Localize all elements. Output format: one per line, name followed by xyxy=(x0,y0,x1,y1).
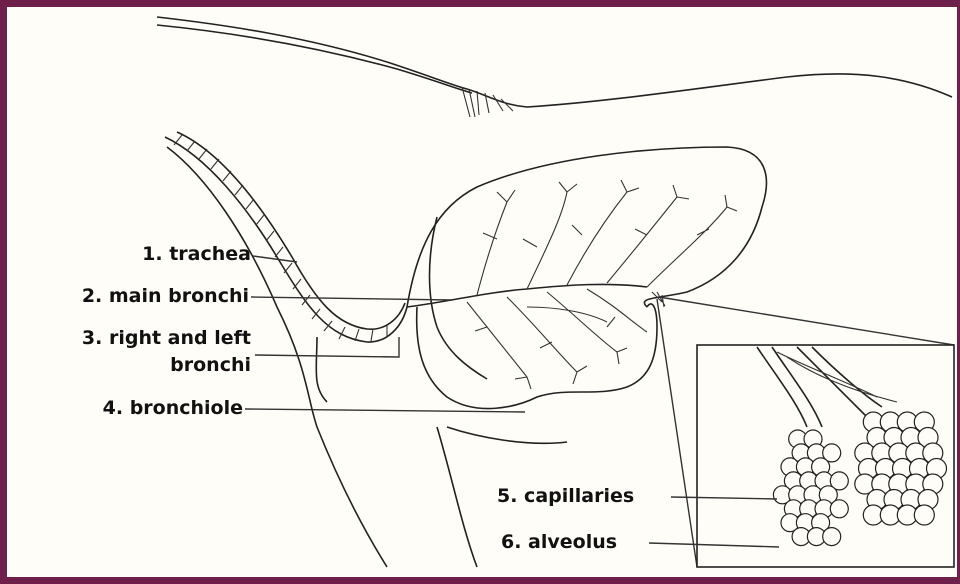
label-capillaries: 5. capillaries xyxy=(497,487,634,506)
label-bronchiole: 4. bronchiole xyxy=(17,399,243,418)
leader-main-bronchi xyxy=(251,297,452,300)
trachea xyxy=(165,132,407,342)
label-alveolus: 6. alveolus xyxy=(501,533,617,552)
leader-bronchi xyxy=(255,337,399,357)
label-right-and-left: 3. right and left xyxy=(17,329,251,348)
label-trachea: 1. trachea xyxy=(101,245,251,264)
head-outline xyxy=(157,17,952,117)
alveolus-sac xyxy=(914,505,934,525)
label-main-bronchi: 2. main bronchi xyxy=(17,287,249,306)
alveolus-sac xyxy=(830,500,848,518)
alveolus-sac xyxy=(823,528,841,546)
bronchial-tree xyxy=(407,180,737,389)
leader-bronchiole xyxy=(245,409,525,412)
label-bronchi: bronchi xyxy=(17,356,251,375)
